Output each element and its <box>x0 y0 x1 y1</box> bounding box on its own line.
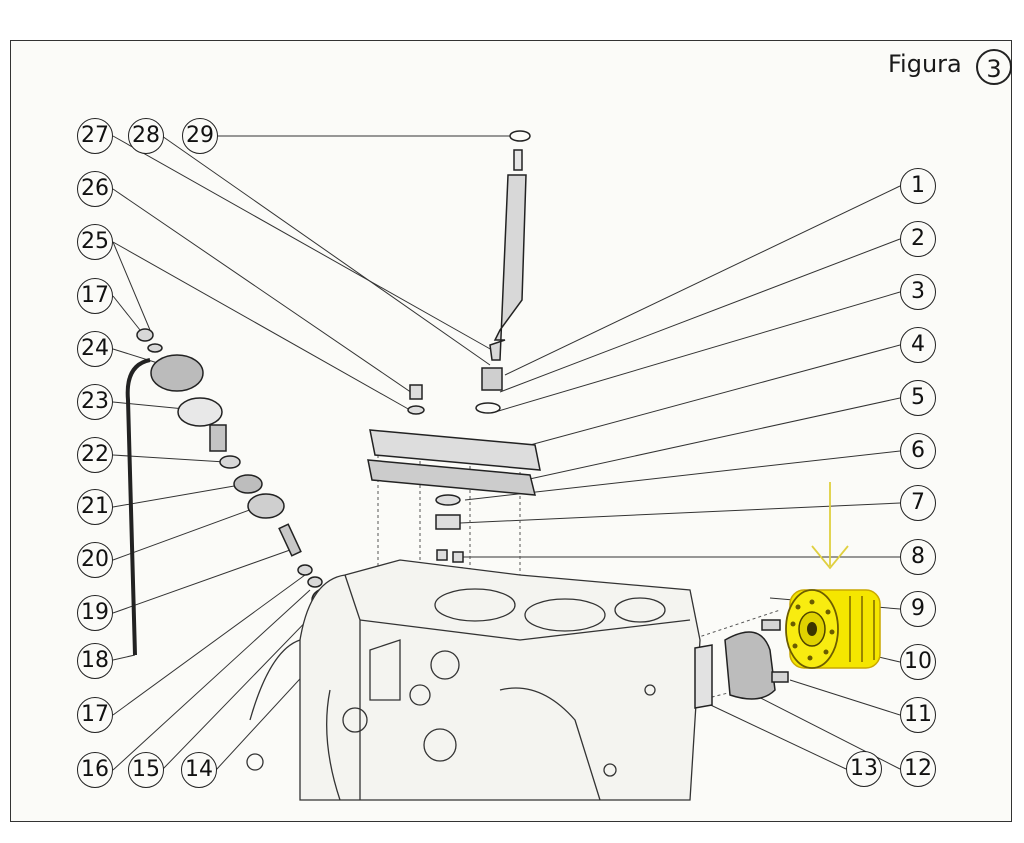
leader-1 <box>504 185 901 376</box>
callout-12: 12 <box>900 751 936 787</box>
figure-number: 3 <box>976 49 1012 85</box>
callout-18: 18 <box>77 643 113 679</box>
nut-8a <box>436 549 448 561</box>
gasket-5 <box>367 459 536 496</box>
leader-21 <box>112 484 241 508</box>
leader-5 <box>524 397 901 481</box>
leader-7 <box>459 502 901 524</box>
leader-17-low <box>112 574 306 716</box>
dipstick-18 <box>125 358 151 656</box>
callout-16: 16 <box>77 752 113 788</box>
nut-8b <box>452 551 464 563</box>
washer-3 <box>475 402 501 414</box>
cover-plate-4 <box>369 429 541 471</box>
leader-18 <box>112 654 136 661</box>
leader-17-top <box>112 295 141 331</box>
leader-6 <box>464 450 901 501</box>
nut-17-low <box>297 564 313 576</box>
callout-24: 24 <box>77 331 113 367</box>
leader-19 <box>112 549 291 614</box>
leader-22 <box>112 454 226 463</box>
oil-filter-highlighted <box>785 589 881 669</box>
callout-13: 13 <box>846 751 882 787</box>
callout-29: 29 <box>182 118 218 154</box>
callout-2: 2 <box>900 221 936 257</box>
leader-11 <box>789 679 901 716</box>
bolt-9 <box>761 619 781 631</box>
flange-12 <box>724 631 776 700</box>
callout-17-upper: 17 <box>77 278 113 314</box>
pin-19 <box>278 523 302 557</box>
callout-17-lower: 17 <box>77 697 113 733</box>
cap-24 <box>150 354 204 392</box>
bolt-11 <box>771 671 789 683</box>
callout-6: 6 <box>900 433 936 469</box>
leader-27 <box>112 135 493 351</box>
leader-25a <box>112 241 411 411</box>
highlight-arrow <box>811 482 849 570</box>
callout-7: 7 <box>900 485 936 521</box>
leader-3 <box>494 291 901 413</box>
callout-27: 27 <box>77 118 113 154</box>
nut-17-top <box>136 328 154 342</box>
callout-10: 10 <box>900 644 936 680</box>
callout-1: 1 <box>900 168 936 204</box>
callout-19: 19 <box>77 595 113 631</box>
gasket-23 <box>177 397 223 427</box>
o-ring-29 <box>509 130 531 142</box>
callout-11: 11 <box>900 697 936 733</box>
callout-14: 14 <box>181 752 217 788</box>
assembly-line-5 <box>689 609 781 641</box>
leader-26 <box>112 188 416 396</box>
spring-3 <box>481 367 503 391</box>
callout-3: 3 <box>900 274 936 310</box>
valve-20 <box>247 493 285 519</box>
leader-15 <box>161 604 323 771</box>
callout-5: 5 <box>900 380 936 416</box>
leader-25b <box>112 241 151 331</box>
bolt-26 <box>409 384 423 400</box>
disc-21 <box>233 474 263 494</box>
shaft-body <box>489 174 527 361</box>
callout-9: 9 <box>900 591 936 627</box>
leader-2 <box>499 238 901 393</box>
gasket-13 <box>694 644 713 709</box>
leader-28 <box>161 135 491 366</box>
washer-25-left <box>147 343 163 353</box>
callout-26: 26 <box>77 171 113 207</box>
callout-25: 25 <box>77 224 113 260</box>
washer-6 <box>435 494 461 506</box>
callout-8: 8 <box>900 539 936 575</box>
leader-4 <box>529 344 901 446</box>
washer-22 <box>219 455 241 469</box>
callout-15: 15 <box>128 752 164 788</box>
callout-4: 4 <box>900 327 936 363</box>
clamp-7 <box>435 514 461 530</box>
figure-label: Figura <box>888 50 962 78</box>
shaft-tip <box>513 149 523 171</box>
engine-block <box>246 559 701 801</box>
leader-16 <box>112 589 311 771</box>
callout-20: 20 <box>77 542 113 578</box>
washer-16 <box>307 576 323 588</box>
leader-13 <box>699 699 847 770</box>
callout-21: 21 <box>77 489 113 525</box>
leader-20 <box>112 507 256 561</box>
callout-23: 23 <box>77 384 113 420</box>
callout-28: 28 <box>128 118 164 154</box>
spring-23 <box>209 424 227 452</box>
washer-25 <box>407 405 425 415</box>
callout-22: 22 <box>77 437 113 473</box>
